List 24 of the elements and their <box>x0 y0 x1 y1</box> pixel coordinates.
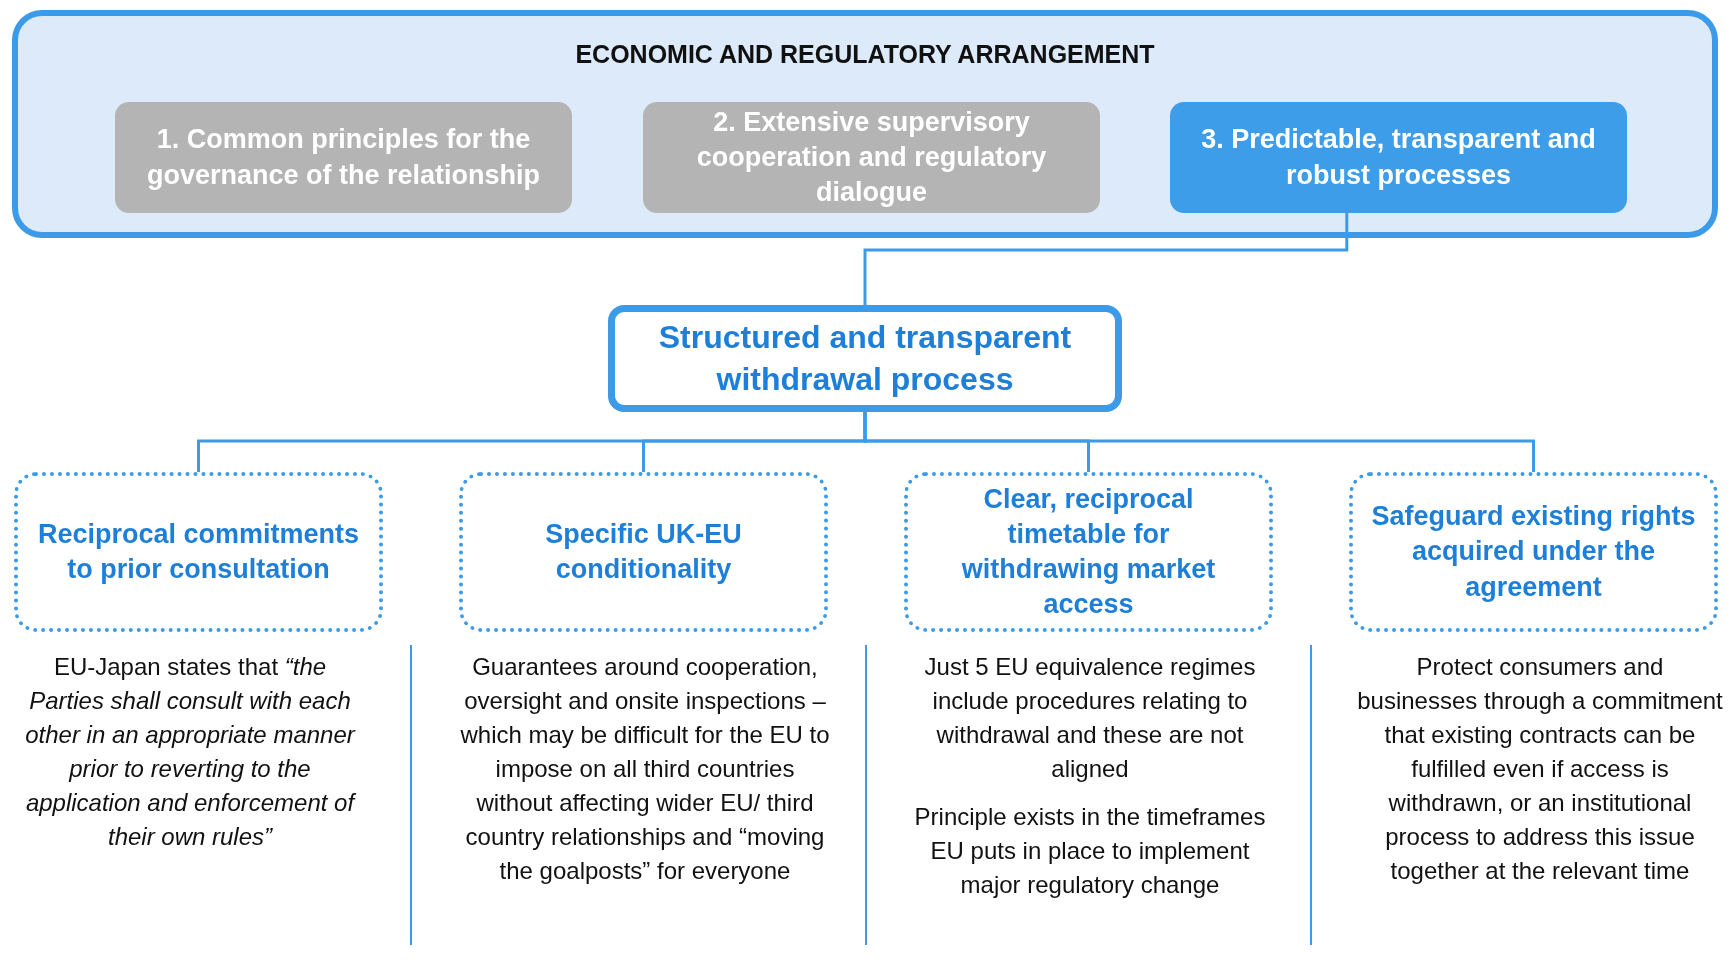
box-label: Structured and transparent withdrawal process <box>657 317 1073 399</box>
requirement-box <box>904 472 1273 632</box>
box-label: Clear, reciprocal timetable for withdrawing market access <box>960 482 1217 622</box>
process-box <box>608 305 1122 412</box>
box-label: Specific UK-EU conditionality <box>544 517 743 586</box>
group-panel <box>12 10 1718 238</box>
requirement-box <box>1349 472 1718 632</box>
connector-line <box>863 412 1535 472</box>
box-label: 2. Extensive supervisory cooperation and regulatory dialogue <box>695 105 1048 210</box>
description-text: Just 5 EU equivalence regimes include procedures relating to withdrawal and these are not aligned <box>923 652 1257 784</box>
box-label: 1. Common principles for the governance of the relationship <box>145 123 542 192</box>
box-label: Reciprocal commitments to prior consultation <box>36 517 361 586</box>
description-text: Principle exists in the timeframes EU puts in place to implement major regulatory change <box>913 802 1267 900</box>
description-text: EU-Japan states that “the Parties shall consult with each other in an appropriate manner prior to reverting to the application and enforcement of their own rules” <box>24 652 357 852</box>
description-text: Guarantees around cooperation, oversight and onsite inspections – which may be difficult for the EU to impose on all third countries without affecting wider EU/ third country relationships and “moving the goalposts” for everyone <box>460 652 830 886</box>
pillar-box <box>643 102 1100 213</box>
description-text: Protect consumers and businesses through a commitment that existing contracts can be fulfilled even if access is withdrawn, or an institutional process to address this issue together at the relevant time <box>1356 652 1724 886</box>
pillar-box <box>1170 102 1627 213</box>
requirement-box <box>459 472 828 632</box>
group-title: ECONOMIC AND REGULATORY ARRANGEMENT <box>574 39 1156 70</box>
requirement-box <box>14 472 383 632</box>
box-label: Safeguard existing rights acquired under the agreement <box>1370 500 1697 604</box>
box-label: 3. Predictable, transparent and robust processes <box>1200 123 1597 192</box>
pillar-box <box>115 102 572 213</box>
